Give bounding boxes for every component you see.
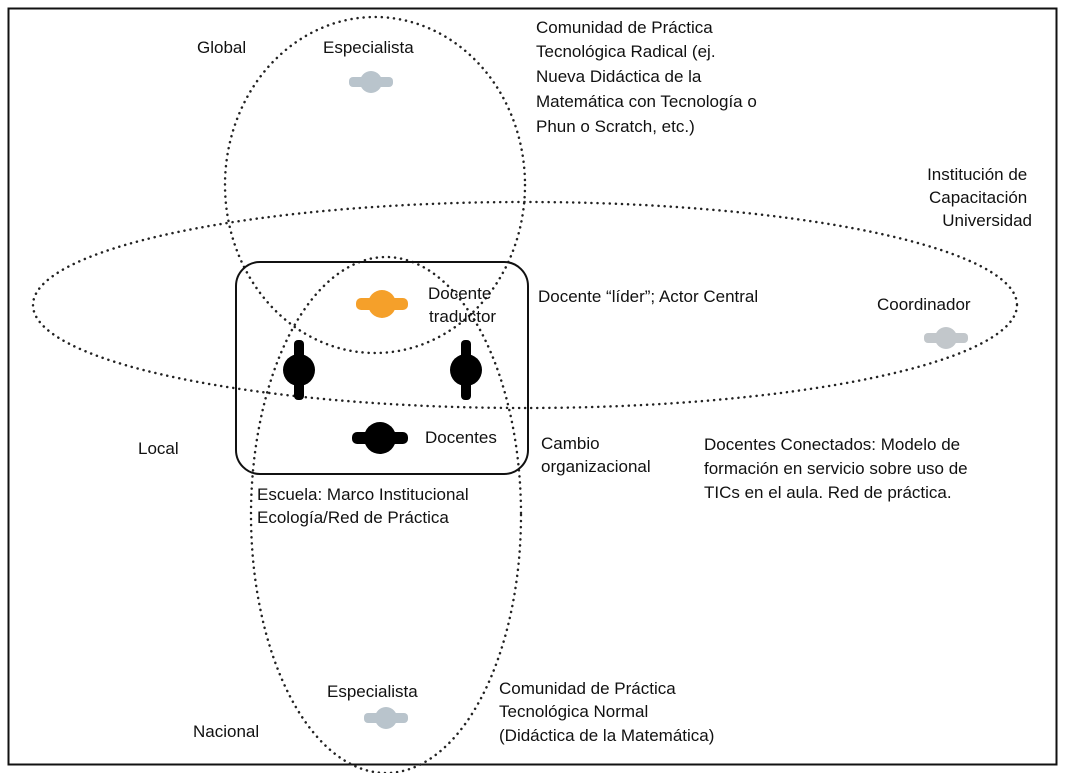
escuela-text: Escuela: Marco Institucional Ecología/Re… xyxy=(257,485,473,527)
docentes-icon xyxy=(352,422,408,454)
coordinador-label: Coordinador xyxy=(877,295,971,314)
especialista-bottom-icon xyxy=(364,707,408,729)
docentes-conectados-text: Docentes Conectados: Modelo de formación… xyxy=(704,435,972,502)
docente-traductor-label-1: Docente xyxy=(428,284,491,303)
cambio-label-2: organizacional xyxy=(541,457,651,476)
school-box xyxy=(235,261,529,475)
nacional-label: Nacional xyxy=(193,722,259,741)
radical-community-text: Comunidad de Práctica Tecnológica Radica… xyxy=(536,18,762,136)
especialista-top-icon xyxy=(349,71,393,93)
global-label: Global xyxy=(197,38,246,57)
coordinador-icon xyxy=(924,327,968,349)
docente-right-icon xyxy=(450,340,482,400)
local-label: Local xyxy=(138,439,179,458)
global-ellipse xyxy=(223,15,527,355)
docente-lider-label: Docente “líder”; Actor Central xyxy=(538,287,758,306)
national-ellipse xyxy=(249,255,523,773)
especialista-bottom-label: Especialista xyxy=(327,682,418,701)
normal-community-text: Comunidad de Práctica Tecnológica Normal… xyxy=(499,679,714,745)
outer-frame xyxy=(7,7,1058,766)
docente-traductor-icon xyxy=(356,290,408,318)
cambio-label-1: Cambio xyxy=(541,434,600,453)
especialista-top-label: Especialista xyxy=(323,38,414,57)
institucion-text: Institución de Capacitación Universidad xyxy=(927,165,1032,230)
docentes-label: Docentes xyxy=(425,428,497,447)
docente-left-icon xyxy=(283,340,315,400)
institution-ellipse xyxy=(31,200,1019,410)
docente-traductor-label-2: traductor xyxy=(429,307,496,326)
